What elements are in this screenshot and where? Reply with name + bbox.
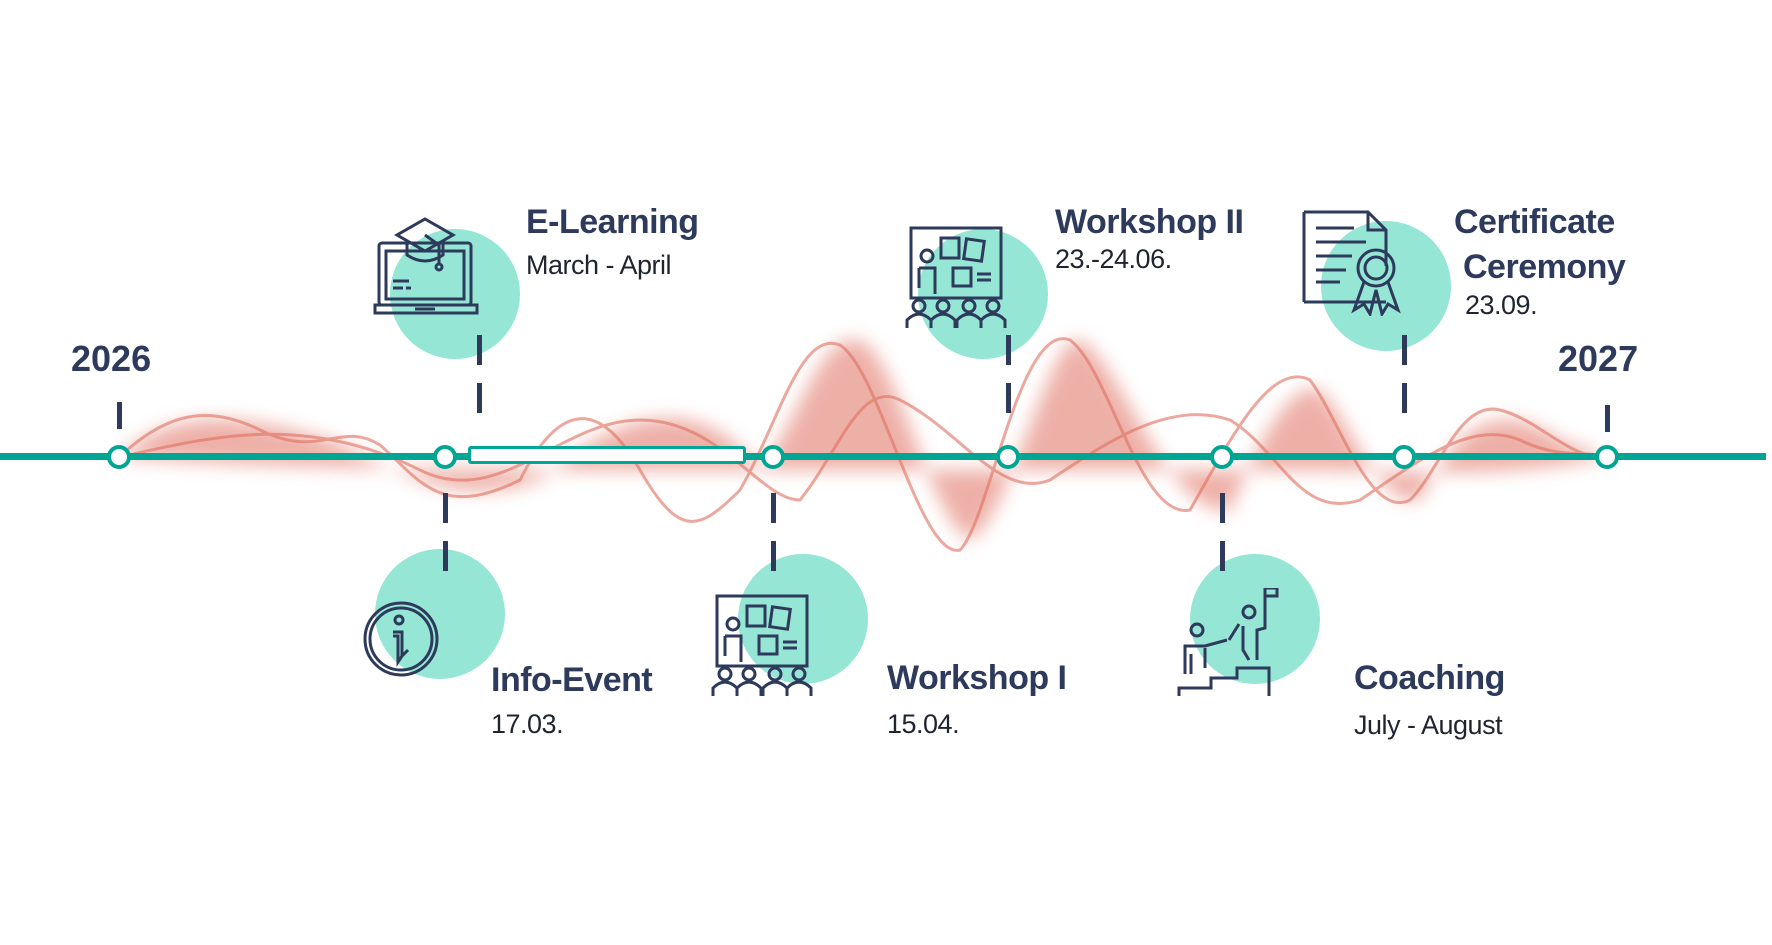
node-end	[1595, 445, 1619, 469]
e-learning-period-bar	[468, 446, 746, 464]
start-year: 2026	[71, 338, 152, 379]
connector-certificate	[1402, 335, 1407, 420]
certificate-icon	[1302, 210, 1401, 316]
presentation-board-icon	[905, 226, 1007, 328]
node-workshop-1	[761, 445, 785, 469]
event-title-certificate-line1: Certificate	[1454, 203, 1615, 241]
node-certificate	[1392, 445, 1416, 469]
timeline-line	[0, 453, 1766, 460]
node-start	[107, 445, 131, 469]
connector-workshop-1	[771, 493, 776, 571]
event-title-info-event: Info-Event	[491, 661, 653, 699]
connector-info-event	[443, 493, 448, 571]
node-coaching	[1210, 445, 1234, 469]
node-info-event	[433, 445, 457, 469]
event-title-certificate-line2: Ceremony	[1463, 248, 1626, 286]
event-date-coaching: July - August	[1354, 710, 1503, 740]
event-title-workshop-1: Workshop I	[887, 659, 1067, 697]
node-workshop-2	[996, 445, 1020, 469]
end-year-tick	[1605, 405, 1610, 432]
event-title-workshop-2: Workshop II	[1055, 203, 1244, 241]
coaching-stairs-icon	[1177, 588, 1279, 696]
end-year: 2027	[1558, 338, 1639, 379]
event-date-e-learning: March - April	[526, 250, 672, 280]
laptop-graduation-cap-icon	[373, 217, 479, 315]
info-icon	[363, 601, 439, 677]
event-date-workshop-1: 15.04.	[887, 709, 960, 739]
event-title-e-learning: E-Learning	[526, 203, 699, 241]
connector-coaching	[1220, 493, 1225, 571]
connector-e-learning	[477, 335, 482, 415]
event-date-workshop-2: 23.-24.06.	[1055, 244, 1172, 274]
presentation-board-icon	[711, 594, 813, 696]
event-date-certificate: 23.09.	[1465, 290, 1538, 320]
event-date-info-event: 17.03.	[491, 709, 564, 739]
connector-workshop-2	[1006, 335, 1011, 420]
event-title-coaching: Coaching	[1354, 659, 1505, 697]
accent-circle	[1190, 554, 1320, 684]
accent-circle	[738, 554, 868, 684]
start-year-tick	[117, 402, 122, 429]
